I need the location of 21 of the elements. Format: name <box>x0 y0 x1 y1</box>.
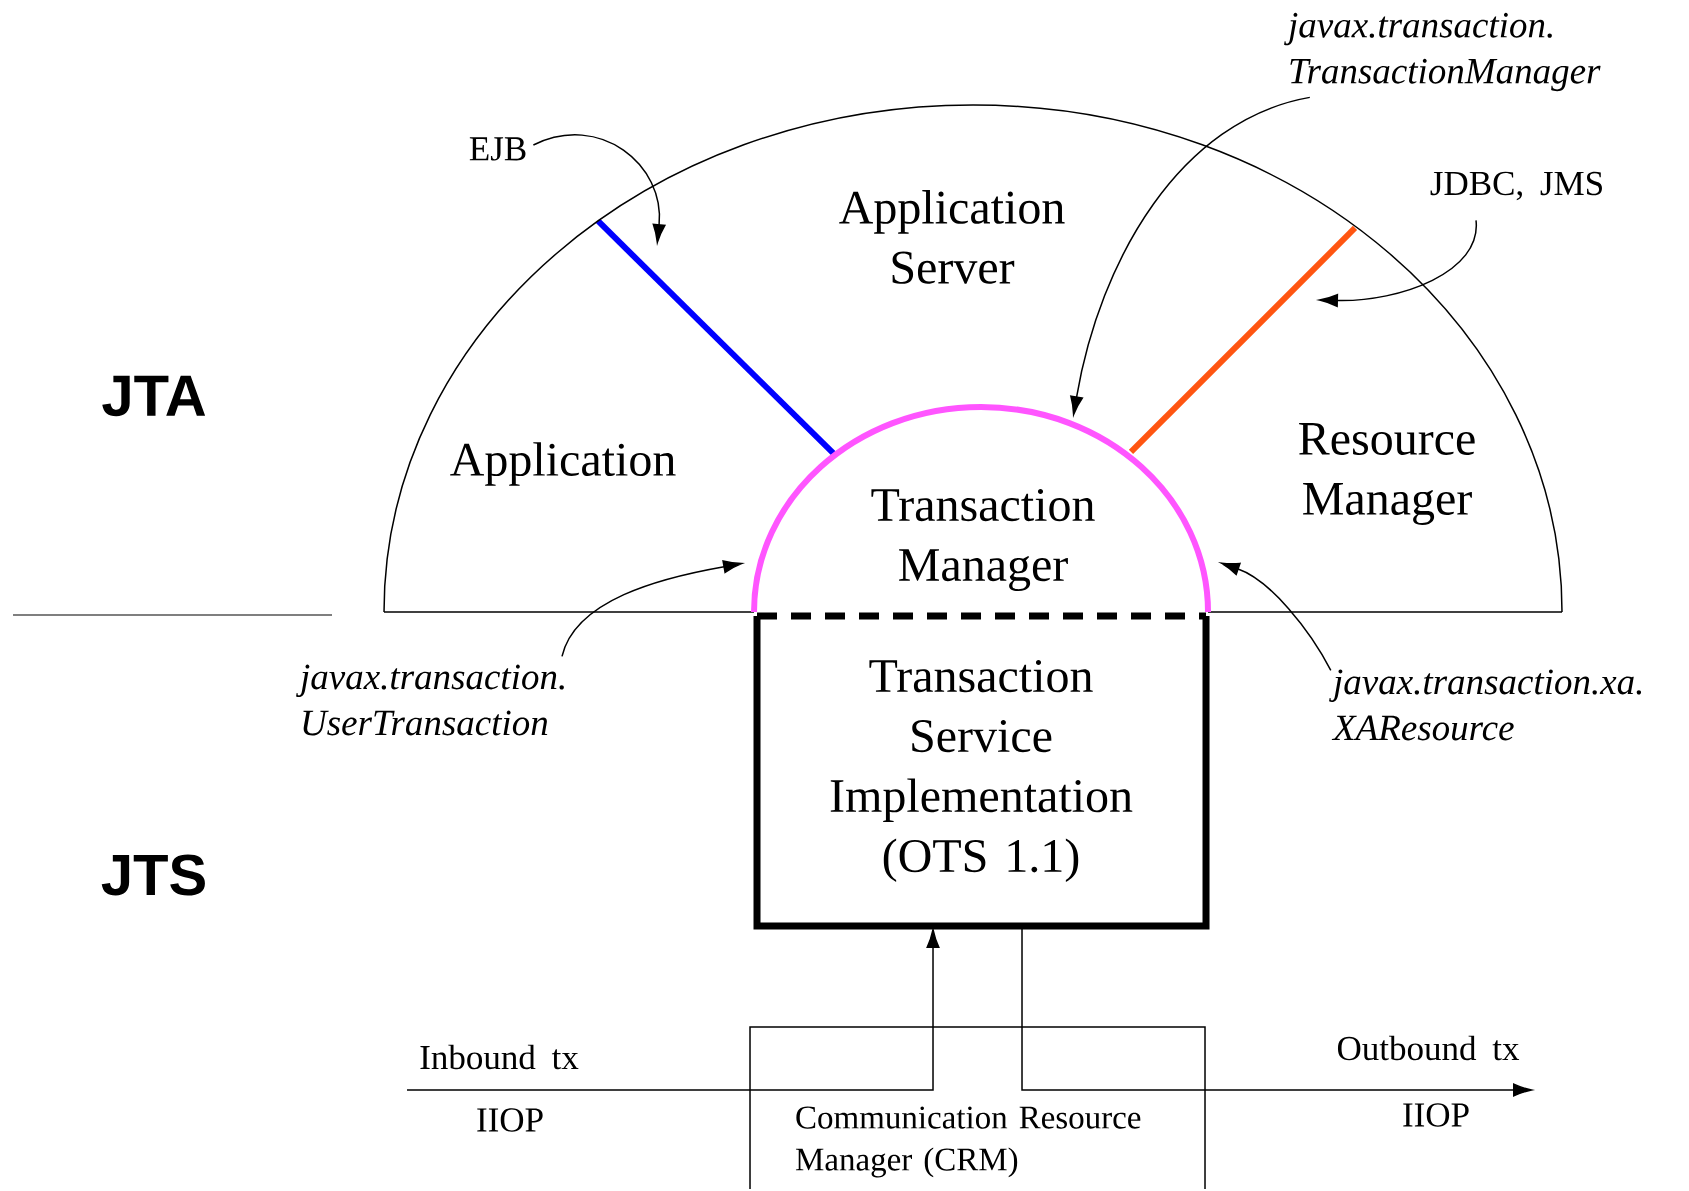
callout-text: javax.transaction. UserTransaction <box>296 664 564 736</box>
arrow <box>561 560 743 658</box>
process-box: Communication Resource Manager (CRM) <box>749 1026 1206 1190</box>
semicircle-region: Transaction Manager <box>751 404 1211 613</box>
process-box: Transaction Service Implementation (OTS 1.1) <box>753 612 1210 930</box>
protocol-label: IIOP <box>1403 1103 1469 1127</box>
callout-text: javax.transaction.xa. XAResource <box>1329 669 1642 741</box>
edge-label: Outbound tx <box>1334 1033 1522 1063</box>
arrow <box>406 928 940 1091</box>
arrow <box>1220 562 1332 672</box>
callout-text: javax.transaction. TransactionManager <box>1284 12 1601 92</box>
region-label: Resource Manager <box>1299 423 1475 525</box>
edge-label: Inbound tx <box>417 1042 581 1072</box>
section-label: JTA <box>102 375 206 417</box>
arrow <box>1070 96 1311 416</box>
region-label: Application <box>450 442 676 486</box>
section-label: JTS <box>101 854 205 896</box>
arrow <box>1318 219 1477 308</box>
callout-text: JDBC, JMS <box>1430 171 1602 201</box>
protocol-label: IIOP <box>477 1108 543 1132</box>
arrow <box>532 134 666 244</box>
